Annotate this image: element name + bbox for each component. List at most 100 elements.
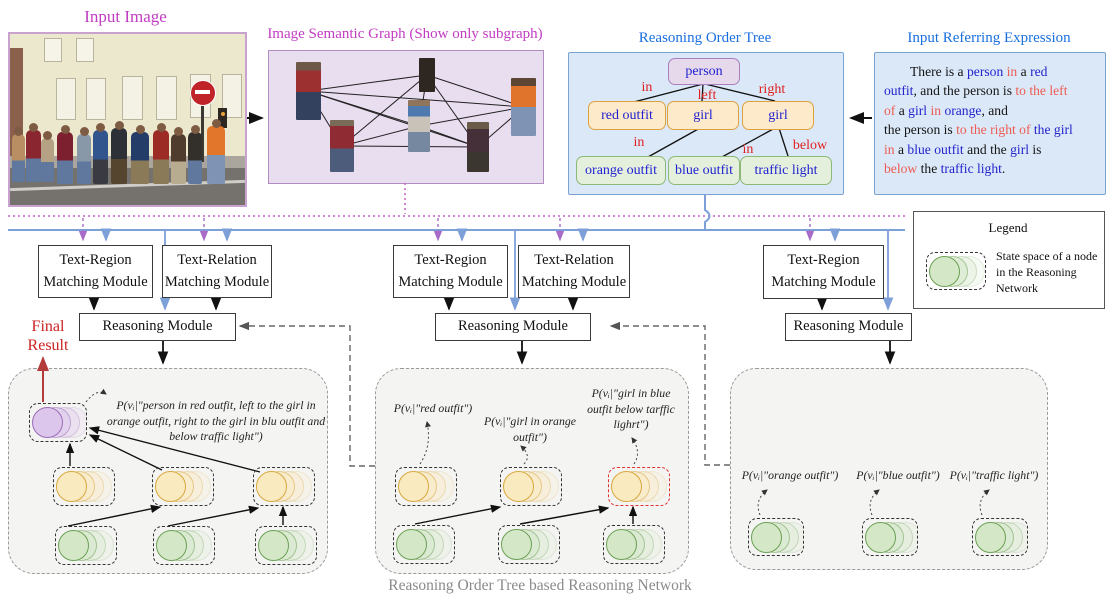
prob-line: P(vᵢ|"girl in blue [591, 386, 671, 400]
tree-node-girl-1: girl [667, 101, 739, 130]
input-image-title: Input Image [84, 7, 167, 26]
module-label: Text-Region [787, 252, 860, 269]
sign-bar [195, 90, 210, 94]
refexp-segment: There is a [910, 64, 967, 79]
module-label: Reasoning Module [102, 318, 213, 335]
final-result-label: Final Result [27, 318, 69, 355]
person-figure [26, 123, 41, 182]
state-space-girl-orange-mid [500, 467, 562, 506]
refexp-segment: girl [908, 102, 931, 118]
tree-node-girl-2: girl [742, 101, 814, 130]
referring-expression-text: There is a person in a red outfit, and t… [884, 62, 1096, 179]
reasoning-module-3: Reasoning Module [785, 313, 912, 341]
person-figure [93, 123, 108, 184]
prob-label-girl-blue: P(vᵢ|"girl in blue outfit below tarffic … [578, 386, 684, 433]
refexp-segment: a [1020, 64, 1031, 79]
prob-line: P(vᵢ|"red outfit") [393, 401, 473, 415]
graph-node-person-red [296, 62, 321, 120]
prob-line: P(vᵢ|"girl in orange [484, 414, 576, 428]
person-figure [111, 121, 127, 184]
state-space-traffic-light-leaf [972, 518, 1028, 556]
module-label: Matching Module [43, 273, 148, 290]
prob-line: outfit below tarffic [587, 401, 675, 416]
refexp-segment: in [930, 102, 945, 118]
reasoning-module-2: Reasoning Module [435, 313, 591, 341]
prob-label-blue-outfit: P(vᵢ|"blue outfit") [850, 468, 946, 484]
reasoning-tree-title: Reasoning Order Tree [638, 30, 772, 46]
state-space-person [29, 403, 87, 442]
tree-edge-label-in-2: in [633, 135, 645, 150]
state-space-orange-outfit-mid [393, 525, 455, 564]
input-image [8, 32, 247, 207]
refexp-segment: in [884, 141, 898, 157]
refexp-segment: is [1032, 141, 1042, 157]
state-space-traffic-light-mid [603, 525, 665, 564]
tree-node-traffic-light: traffic light [740, 156, 832, 185]
prob-line: outfit") [513, 429, 547, 444]
tree-edge-label-below: below [792, 138, 828, 153]
refexp-segment: traffic light [940, 161, 1002, 177]
state-space-blue-outfit-leaf [862, 518, 918, 556]
legend-title: Legend [988, 220, 1028, 235]
prob-label-root: P(vᵢ|"person in red outfit, left to the … [106, 398, 326, 445]
tree-edge-label-right: right [758, 82, 786, 97]
person-figure [207, 119, 225, 184]
legend-description: State space of a node in the Reasoning N… [996, 249, 1098, 296]
figure-caption: Reasoning Order Tree based Reasoning Net… [388, 577, 692, 594]
refexp-segment: . [1001, 161, 1006, 177]
reasoning-module-1: Reasoning Module [79, 313, 236, 341]
tree-node-blue-outfit: blue outfit [668, 156, 740, 185]
refexp-segment: , and [981, 102, 1008, 118]
refexp-segment: outfit [884, 83, 914, 99]
refexp-segment: in [1006, 64, 1021, 79]
state-space-girl-blue-highlighted [608, 467, 670, 506]
person-figure [77, 127, 91, 184]
refexp-segment: girl [1010, 141, 1033, 157]
refexp-segment: the girl [1033, 122, 1073, 138]
prob-line: lighrt") [613, 417, 649, 432]
window [86, 78, 106, 120]
tree-node-person: person [668, 58, 740, 85]
prob-line: P(vᵢ|"traffic light") [949, 468, 1039, 482]
text-region-module-3: Text-Region Matching Module [763, 245, 884, 299]
refexp-segment: of [884, 102, 899, 118]
state-space-orange-outfit-root [55, 526, 117, 565]
prob-line: orange outfit, right to the girl in blu … [106, 413, 326, 428]
text-relation-module-1: Text-Relation Matching Module [162, 245, 272, 298]
refexp-segment: , and the person is [913, 83, 1016, 99]
person-figure [12, 127, 25, 182]
module-label: Text-Relation [177, 251, 257, 268]
window [222, 74, 242, 118]
state-space-red-outfit [53, 467, 115, 506]
module-label: Matching Module [521, 273, 627, 290]
refexp-segment: red [1030, 64, 1048, 79]
referring-expression-box [874, 52, 1106, 195]
person-figure [41, 131, 54, 182]
text-region-module-1: Text-Region Matching Module [38, 245, 153, 298]
prob-line: P(vᵢ|"orange outfit") [741, 468, 839, 482]
window [122, 76, 143, 120]
text-region-module-2: Text-Region Matching Module [393, 245, 508, 298]
module-label: Matching Module [771, 274, 876, 290]
refexp-segment: to the right of [956, 122, 1034, 138]
person-figure [57, 125, 73, 184]
refexp-segment: a [897, 141, 908, 157]
module-label: Text-Region [414, 251, 487, 268]
text-relation-module-2: Text-Relation Matching Module [518, 245, 630, 298]
refexp-segment: orange [944, 102, 982, 118]
sign-pole [201, 84, 204, 162]
tree-node-orange-outfit: orange outfit [576, 156, 666, 185]
refexp-segment: person [967, 64, 1007, 79]
module-label: Matching Module [398, 273, 503, 290]
prob-line: below traffic light") [169, 429, 263, 444]
refexp-segment: and the [967, 141, 1011, 157]
prob-label-red-outfit: P(vᵢ|"red outfit") [381, 401, 485, 417]
window [44, 38, 62, 62]
graph-node-traffic-light [419, 58, 435, 92]
graph-node-girl-red [330, 120, 354, 172]
module-label: Text-Region [59, 251, 132, 268]
state-space-girl-2 [253, 467, 315, 506]
prob-line: P(vᵢ|"person in red outfit, left to the … [116, 398, 316, 412]
module-label: Matching Module [164, 273, 270, 290]
